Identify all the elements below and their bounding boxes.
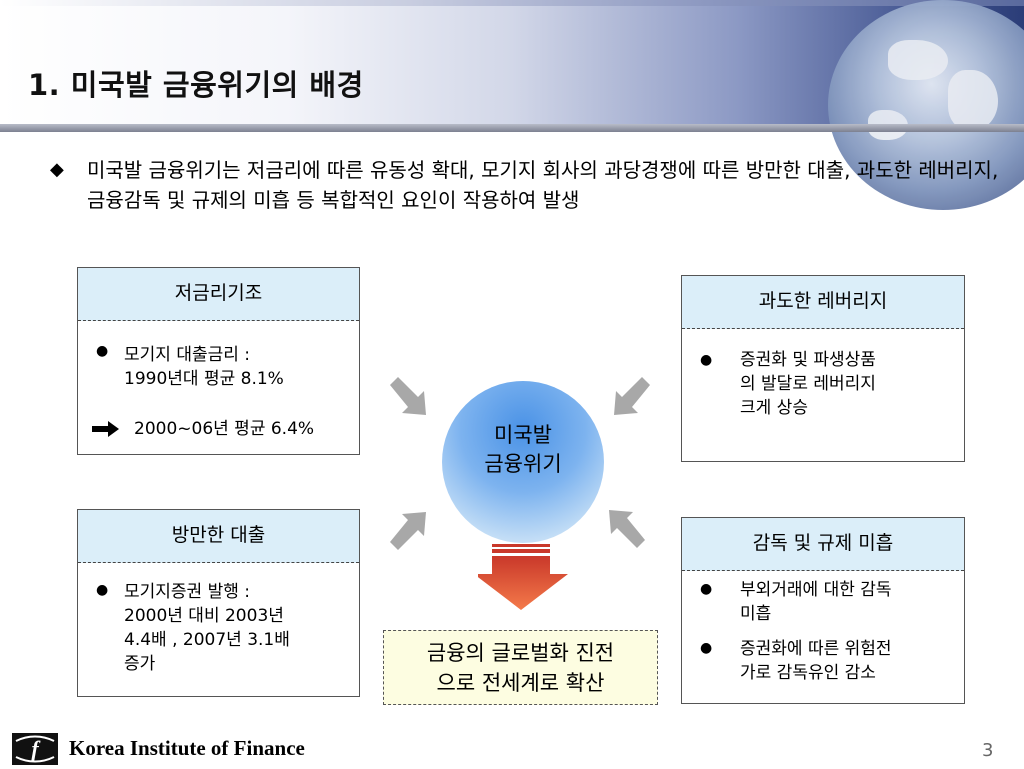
box-regulation-item-1: 부외거래에 대한 감독 미흡 — [740, 580, 892, 624]
bullet-dot-icon: ● — [96, 343, 109, 359]
bullet-dot-icon: ● — [700, 581, 713, 597]
box-leverage-item: 증권화 및 파생상품 의 발달로 레버리지 크게 상승 — [740, 350, 876, 418]
kif-logo-icon: f — [12, 733, 58, 765]
box-lending-header: 방만한 대출 — [78, 510, 359, 563]
intro-bullet-text: 미국발 금융위기는 저금리에 따른 유동성 확대, 모기지 회사의 과당경쟁에 … — [87, 158, 999, 212]
arrow-to-center-icon — [609, 510, 645, 548]
center-label-line2: 금융위기 — [484, 452, 562, 476]
box-leverage: 과도한 레버리지 ● 증권화 및 파생상품 의 발달로 레버리지 크게 상승 — [681, 275, 965, 462]
header-top-line — [0, 0, 1024, 6]
footer-org-name: Korea Institute of Finance — [69, 736, 305, 760]
result-line2: 으로 전세계로 확산 — [436, 671, 605, 695]
down-arrow-icon — [478, 544, 568, 610]
result-box: 금융의 글로벌화 진전 으로 전세계로 확산 — [383, 630, 658, 705]
slide-title: 1. 미국발 금융위기의 배경 — [28, 68, 364, 102]
box-regulation: 감독 및 규제 미흡 ● 부외거래에 대한 감독 미흡 ● 증권화에 따른 위험… — [681, 517, 965, 704]
box-lending-item: 모기지증권 발행 : 2000년 대비 2003년 4.4배 , 2007년 3… — [124, 582, 290, 674]
logo-letter: f — [31, 736, 41, 761]
box-regulation-header: 감독 및 규제 미흡 — [682, 518, 964, 571]
header-rule — [0, 124, 1024, 132]
box-regulation-item-2: 증권화에 따른 위험전 가로 감독유인 감소 — [740, 639, 892, 683]
page-number: 3 — [982, 740, 994, 761]
bullet-dot-icon: ● — [700, 640, 713, 656]
box-low-rate-arrow-item: 2000~06년 평균 6.4% — [134, 419, 315, 439]
slide-header — [0, 0, 1024, 210]
diamond-icon: ◆ — [50, 159, 64, 180]
result-line1: 금융의 글로벌화 진전 — [426, 641, 615, 665]
bullet-dot-icon: ● — [96, 582, 109, 598]
right-arrow-icon — [92, 421, 119, 437]
bullet-dot-icon: ● — [700, 352, 713, 368]
box-lending: 방만한 대출 ● 모기지증권 발행 : 2000년 대비 2003년 4.4배 … — [77, 509, 360, 697]
arrow-to-center-icon — [390, 512, 426, 550]
box-low-rate-item: 모기지 대출금리 : 1990년대 평균 8.1% — [124, 345, 284, 389]
box-leverage-header: 과도한 레버리지 — [682, 276, 964, 329]
arrow-to-center-icon — [614, 377, 650, 415]
box-low-rate: 저금리기조 ● 모기지 대출금리 : 1990년대 평균 8.1% 2000~0… — [77, 267, 360, 455]
center-circle: 미국발 금융위기 — [442, 381, 604, 543]
center-label-line1: 미국발 — [494, 423, 552, 447]
box-low-rate-header: 저금리기조 — [78, 268, 359, 321]
arrow-to-center-icon — [390, 377, 426, 415]
